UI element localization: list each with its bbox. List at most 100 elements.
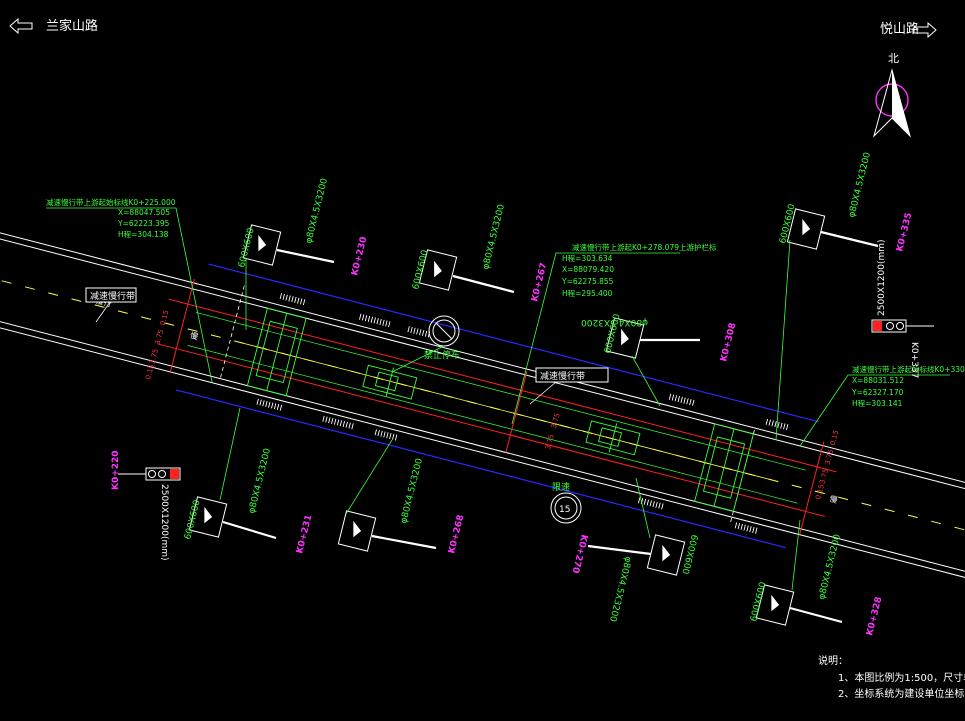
sign-kp: K0+335 <box>895 212 914 253</box>
red-line-top <box>168 298 837 473</box>
road-edge-top-inner <box>0 235 965 497</box>
left-direction-label: 兰家山路 <box>46 18 98 34</box>
blue-line-top <box>208 263 819 423</box>
annotation-center-y: Y=62275.855 <box>561 277 614 286</box>
sign-top3: 600X600 φ80X4.5X3200 K0+308 <box>581 313 738 407</box>
sign-post: φ80X4.5X3200 <box>481 203 507 271</box>
annotation-center: 减速慢行带上游起K0+278.079上游护栏标 H程=303.634 X=880… <box>511 242 717 425</box>
light-kp: K0+220 <box>111 450 121 490</box>
sign-post: φ80X4.5X3200 <box>304 177 330 245</box>
leader-line <box>46 207 213 383</box>
sign-kp: K0+270 <box>570 533 589 574</box>
dim-label: 3.75 <box>544 433 556 450</box>
tag-center: 减速慢行带 <box>529 367 609 405</box>
annotation-center-h1: H程=303.634 <box>562 254 613 263</box>
sign-kp: K0+231 <box>295 514 314 555</box>
dims-left: 0.15 3.75 3.75 0.15 <box>144 309 170 380</box>
annotation-center-x: X=88079.420 <box>562 265 614 274</box>
sign-top1: 600X600 φ80X4.5X3200 K0+230 <box>237 177 369 330</box>
right-direction: 悦山路 <box>880 21 937 39</box>
sign-post: φ80X4.5X3200 <box>399 457 425 525</box>
sign-kp: K0+230 <box>350 236 369 277</box>
circle-left-label: 禁止停车 <box>424 349 460 361</box>
road-edge-top <box>0 229 965 492</box>
sign-kp: K0+308 <box>719 322 738 363</box>
sign-post: φ80X4.5X3200 <box>247 447 273 515</box>
notes-line1: 1、本图比例为1:500，尺寸单位均以m计; <box>838 671 965 684</box>
annotation-right: 减速慢行带上游起始标线K0+330.000 X=88031.512 Y=6232… <box>799 364 965 447</box>
dim-label: 0.15 <box>144 363 156 380</box>
road-center-solid <box>239 342 773 481</box>
road-mark-2: 慢 <box>189 330 199 342</box>
notes: 说明： 1、本图比例为1:500，尺寸单位均以m计; 2、坐标系统为建设单位坐标… <box>818 654 965 700</box>
sign-post: φ80X4.5X3200 <box>581 317 648 327</box>
sign-kp: K0+268 <box>447 514 466 555</box>
sign-post: φ80X4.5X3200 <box>847 151 873 219</box>
sign-bot2: φ80X4.5X3200 K0+268 <box>337 439 466 555</box>
dim-label: 3.75 <box>550 412 562 429</box>
circle-right-label: 限速 <box>552 482 570 493</box>
road-mark-3: 慢 <box>829 493 839 505</box>
dim-tick-right <box>799 441 825 535</box>
sign-post: φ80X4.5X3200 <box>817 533 843 601</box>
blue-line-bottom <box>175 389 787 549</box>
dim-tick-left <box>169 278 195 373</box>
left-direction: 兰家山路 <box>9 17 98 35</box>
annotation-left-title: 减速慢行带上游起始标线K0+225.000 <box>46 197 176 207</box>
light-kp: K0+337 <box>909 342 919 378</box>
light-size: 2500X1200(mm) <box>877 239 887 316</box>
dim-label: 3.75 <box>824 449 836 466</box>
tag-left-label: 减速慢行带 <box>90 290 135 302</box>
red-line-bottom <box>156 343 826 517</box>
tag-center-label: 减速慢行带 <box>540 370 585 382</box>
dim-label: 3.75 <box>154 329 166 346</box>
sign-kp: K0+267 <box>530 262 549 303</box>
leader-line <box>511 252 680 425</box>
hatch-group <box>256 293 789 534</box>
car-symbol-2 <box>585 420 641 456</box>
sign-top2: 600X600 φ80X4.5X3200 K0+267 <box>411 203 549 303</box>
road-edge-bottom <box>0 313 965 575</box>
annotation-left-h: H程=304.138 <box>118 230 169 239</box>
dim-label: 3.75 <box>818 468 830 485</box>
sign-bot4: 600X600 φ80X4.5X3200 K0+328 <box>749 519 884 637</box>
circle-sign-left: 禁止停车 <box>391 315 460 373</box>
dim-label: 0.15 <box>159 309 171 326</box>
speed-hump-left <box>246 307 307 397</box>
green-lane-1 <box>195 312 807 471</box>
speed-hump-right <box>694 423 754 512</box>
green-lane-2 <box>187 345 798 504</box>
sign-kp: K0+328 <box>865 596 884 637</box>
circle-sign-right: 15 限速 <box>550 482 582 524</box>
arrow-left-icon <box>9 17 33 35</box>
north-label: 北 <box>888 52 899 65</box>
notes-line2: 2、坐标系统为建设单位坐标系，高程为黄海高程 <box>838 687 965 700</box>
sign-size: 600X600 <box>679 533 699 575</box>
dim-label: 3.75 <box>148 348 160 365</box>
annotation-center-title: 减速慢行带上游起K0+278.079上游护栏标 <box>572 242 717 252</box>
arrow-right-icon <box>913 21 937 39</box>
annotation-left-x: X=88047.505 <box>118 208 170 217</box>
sign-post: φ80X4.5X3200 <box>607 555 633 623</box>
dim-label: 0.15 <box>829 429 841 446</box>
circle-right-num: 15 <box>559 505 570 515</box>
annotation-left: 减速慢行带上游起始标线K0+225.000 X=88047.505 Y=6222… <box>46 197 213 383</box>
north-arrow: 北 <box>873 52 911 138</box>
annotation-right-title: 减速慢行带上游起始标线K0+330.000 <box>852 364 965 374</box>
sign-bot3: 600X600 φ80X4.5X3200 K0+270 <box>570 477 699 623</box>
tag-left: 减速慢行带 <box>85 287 137 323</box>
transverse-1 <box>219 285 245 379</box>
annotation-center-h2: H程=295.400 <box>562 289 613 298</box>
sign-bot1: 600X600 φ80X4.5X3200 K0+231 <box>183 407 314 555</box>
road-centerline <box>0 274 965 536</box>
annotation-left-y: Y=62223.395 <box>117 219 170 228</box>
north-arrow-fill-icon <box>892 70 910 136</box>
dim-label: 0.15 <box>814 483 826 500</box>
notes-title: 说明： <box>818 654 848 667</box>
annotation-right-h: H程=303.141 <box>852 399 903 408</box>
road-edge-bottom-inner <box>0 318 965 581</box>
dim-tick-center <box>505 371 528 453</box>
dims-right: 0.15 3.75 3.75 0.15 <box>814 429 840 500</box>
traffic-light-left: K0+220 2500X1200(mm) <box>111 450 181 561</box>
